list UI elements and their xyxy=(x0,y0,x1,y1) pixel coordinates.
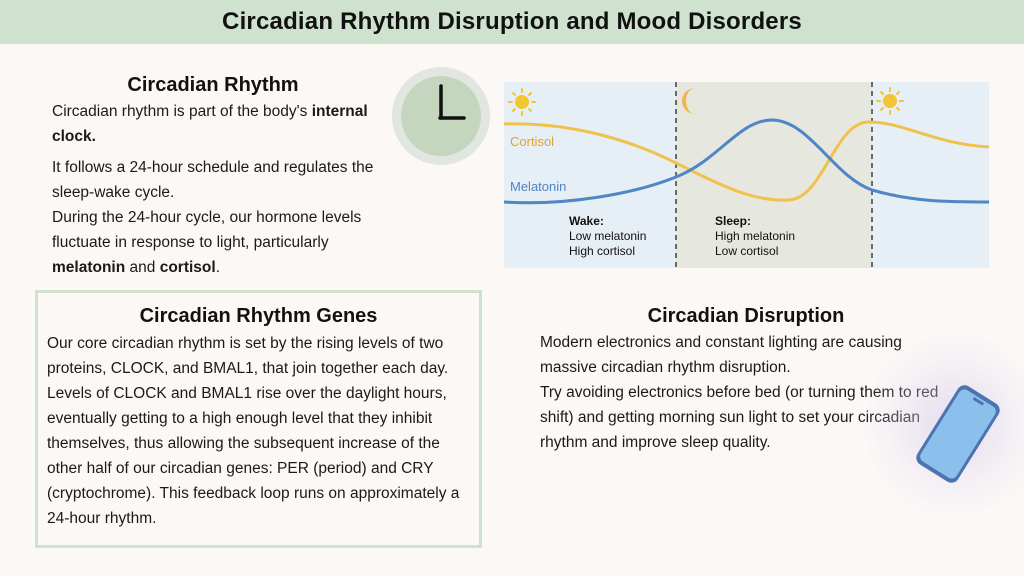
circadian-rhythm-text: Circadian rhythm is part of the body's i… xyxy=(52,99,402,280)
melatonin-bold: melatonin xyxy=(52,259,126,276)
sleep-line-2: Low cortisol xyxy=(715,244,778,258)
sleep-title: Sleep: xyxy=(715,214,751,228)
sun-icon xyxy=(508,88,536,116)
clock-icon xyxy=(392,67,490,165)
sleep-line-1: High melatonin xyxy=(715,229,795,243)
circadian-rhythm-heading: Circadian Rhythm xyxy=(127,74,299,96)
disruption-para-1: Modern electronics and constant lighting… xyxy=(540,334,902,376)
cortisol-label: Cortisol xyxy=(510,134,554,149)
phone-screen xyxy=(920,389,996,479)
sun-icon xyxy=(876,87,904,115)
melatonin-curve xyxy=(504,118,989,205)
circadian-rhythm-intro: Circadian rhythm is part of the body's i… xyxy=(52,99,402,149)
intro-text: Circadian rhythm is part of the body's xyxy=(52,103,308,120)
smartphone-icon xyxy=(916,385,1000,483)
title-bar: Circadian Rhythm Disruption and Mood Dis… xyxy=(0,0,1024,44)
wake-line-2: High cortisol xyxy=(569,244,635,258)
hormone-text-main: During the 24-hour cycle, our hormone le… xyxy=(52,209,362,251)
phone-speaker xyxy=(973,397,984,406)
wake-region-left xyxy=(504,82,676,268)
moon-icon xyxy=(682,88,695,114)
and-text: and xyxy=(129,259,156,276)
period-text: . xyxy=(215,259,220,276)
disruption-heading: Circadian Disruption xyxy=(647,305,845,327)
schedule-text: It follows a 24-hour schedule and regula… xyxy=(52,159,374,201)
melatonin-label: Melatonin xyxy=(510,179,566,194)
genes-text: Our core circadian rhythm is set by the … xyxy=(47,335,460,527)
wake-line-1: Low melatonin xyxy=(569,229,646,243)
cortisol-curve xyxy=(504,120,989,202)
disruption-text: Modern electronics and constant lighting… xyxy=(540,330,960,455)
circadian-diagram: Cortisol Melatonin Wake: Low melatonin H… xyxy=(504,82,989,268)
cortisol-bold: cortisol xyxy=(159,259,216,276)
genes-heading: Circadian Rhythm Genes xyxy=(139,305,378,327)
hormone-text: During the 24-hour cycle, our hormone le… xyxy=(52,205,402,280)
disruption-para-2: Try avoiding electronics before bed (or … xyxy=(540,384,939,451)
wake-region-right xyxy=(872,82,989,268)
sleep-region xyxy=(676,82,872,268)
intro-bold: internal clock. xyxy=(52,103,368,145)
page-title: Circadian Rhythm Disruption and Mood Dis… xyxy=(222,8,802,35)
wake-title: Wake: xyxy=(569,214,604,228)
genes-box: Circadian Rhythm Genes Our core circadia… xyxy=(35,290,482,548)
